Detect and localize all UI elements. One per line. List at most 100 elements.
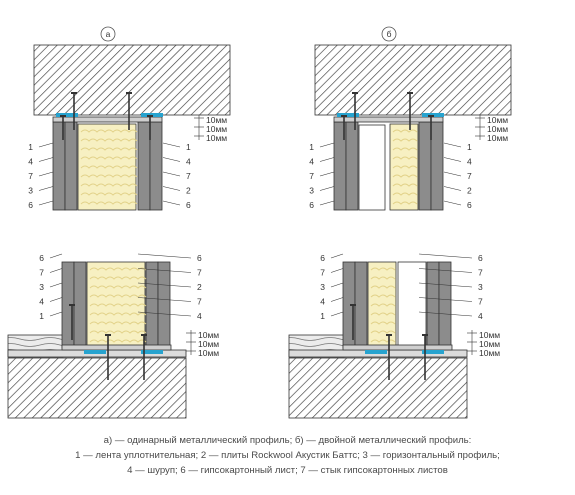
insulation-wave	[392, 129, 418, 133]
sealing-tape	[141, 350, 163, 354]
leader-line	[49, 253, 63, 259]
callout-3: 3	[320, 282, 325, 292]
insulation-wave	[80, 174, 138, 178]
insulation-wave	[80, 147, 138, 151]
insulation-wave	[89, 339, 147, 343]
insulation-wave	[392, 192, 418, 196]
insulation-wave	[370, 339, 396, 343]
insulation-wave	[392, 174, 418, 178]
leader-line	[137, 311, 192, 317]
callout-1: 1	[186, 142, 191, 152]
callout-3: 3	[28, 186, 33, 196]
dimension-label: 10мм	[487, 133, 508, 143]
horizontal-profile	[52, 116, 163, 123]
callout-4: 4	[467, 157, 472, 167]
caption-line-1: а) — одинарный металлический профиль; б)…	[103, 435, 472, 446]
callout-4: 4	[186, 157, 191, 167]
callout-4: 4	[309, 157, 314, 167]
callout-2: 2	[186, 186, 191, 196]
cavity	[397, 261, 427, 347]
dimension-label: 10мм	[206, 115, 227, 125]
leader-line	[162, 186, 181, 191]
gypsum-sheet	[354, 261, 368, 349]
leader-line	[319, 186, 335, 191]
leader-line	[38, 142, 54, 148]
insulation-wave	[392, 183, 418, 187]
dimension-label: 10мм	[479, 330, 500, 340]
sealing-tape	[84, 350, 106, 354]
insulation-wave	[80, 165, 138, 169]
callout-6: 6	[320, 253, 325, 263]
horizontal-profile	[342, 344, 453, 351]
callout-1: 1	[467, 142, 472, 152]
insulation-wave	[89, 285, 147, 289]
callout-3: 3	[39, 282, 44, 292]
leader-line	[38, 171, 54, 177]
sealing-tape	[337, 113, 359, 117]
dimension-label: 10мм	[487, 124, 508, 134]
insulation-wave	[80, 192, 138, 196]
sealing-tape	[422, 350, 444, 354]
gypsum-sheet	[438, 261, 452, 349]
insulation-wave	[89, 330, 147, 334]
panel-label-a: а	[106, 29, 111, 39]
cavity	[358, 124, 386, 211]
callout-2: 2	[197, 282, 202, 292]
leader-line	[443, 186, 462, 191]
concrete-floor-slab	[7, 357, 187, 419]
callout-4: 4	[478, 311, 483, 321]
insulation-wave	[392, 147, 418, 151]
leader-line	[49, 297, 63, 302]
gypsum-sheet	[145, 261, 159, 349]
callout-2: 2	[467, 186, 472, 196]
insulation-wave	[89, 321, 147, 325]
insulation-pattern	[392, 129, 418, 205]
insulation-wave	[89, 303, 147, 307]
concrete-ceiling-slab	[314, 44, 512, 116]
leader-line	[443, 200, 462, 206]
insulation-wave	[80, 129, 138, 133]
callout-3: 3	[478, 282, 483, 292]
sealing-tape	[365, 350, 387, 354]
dimension-label: 10мм	[198, 330, 219, 340]
leader-line	[330, 268, 344, 273]
callout-7: 7	[39, 268, 44, 278]
leader-line	[319, 157, 335, 162]
callout-1: 1	[320, 311, 325, 321]
callout-6: 6	[478, 253, 483, 263]
concrete-floor-slab	[288, 357, 468, 419]
callout-4: 4	[197, 311, 202, 321]
leader-line	[137, 282, 192, 288]
dimension-label: 10мм	[206, 133, 227, 143]
leader-line	[330, 253, 344, 259]
insulation-wave	[89, 276, 147, 280]
insulation-wave	[370, 303, 396, 307]
dimension-label: 10мм	[206, 124, 227, 134]
caption-line-3: 4 — шуруп; 6 — гипсокартонный лист; 7 — …	[127, 465, 448, 476]
callout-4: 4	[28, 157, 33, 167]
gypsum-sheet	[157, 261, 171, 349]
gypsum-sheet	[345, 121, 359, 211]
leader-line	[443, 171, 462, 177]
insulation-wave	[89, 294, 147, 298]
callout-7: 7	[186, 171, 191, 181]
leader-line	[418, 297, 473, 302]
wall-junction-diagram: а147361472610мм10мм10ммб147361472610мм10…	[7, 26, 512, 419]
leader-line	[49, 311, 63, 317]
dimension-label: 10мм	[198, 339, 219, 349]
insulation-wave	[370, 267, 396, 271]
insulation-wave	[370, 312, 396, 316]
caption-line-2: 1 — лента уплотнительная; 2 — плиты Rock…	[75, 450, 500, 461]
callout-7: 7	[197, 268, 202, 278]
callout-6: 6	[467, 200, 472, 210]
